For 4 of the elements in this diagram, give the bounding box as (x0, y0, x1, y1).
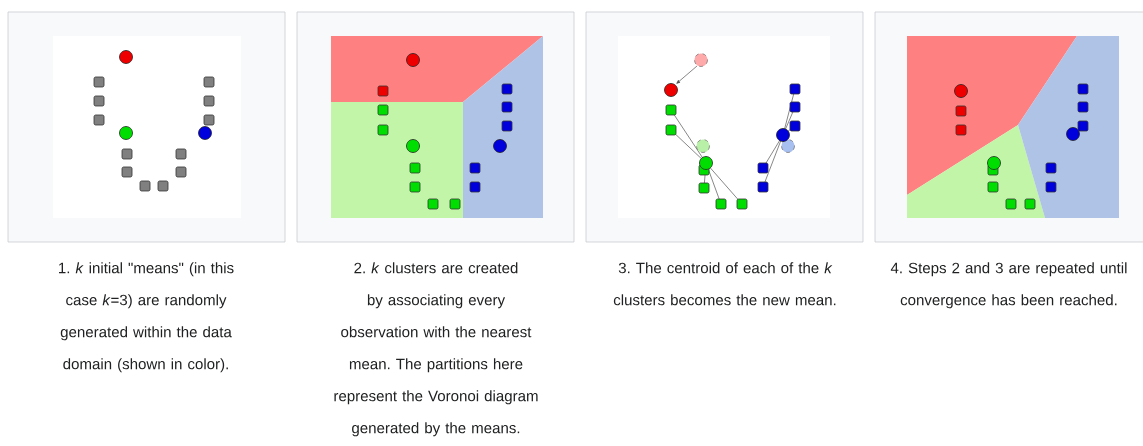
caption: 4. Steps 2 and 3 are repeated until convergence has been reached. (890, 262, 1127, 309)
caption: 3. The centroid of each of the k clusters becomes the new mean. (613, 262, 836, 306)
caption: 1. k initial "means" (in this case k=3) are randomly generated within the data domain (shown in color). (59, 262, 234, 373)
caption: 2. k clusters are created by associating every observation with the nearest mean. The partitions here represent the Voronoi diagram generated by the means. (334, 262, 538, 437)
